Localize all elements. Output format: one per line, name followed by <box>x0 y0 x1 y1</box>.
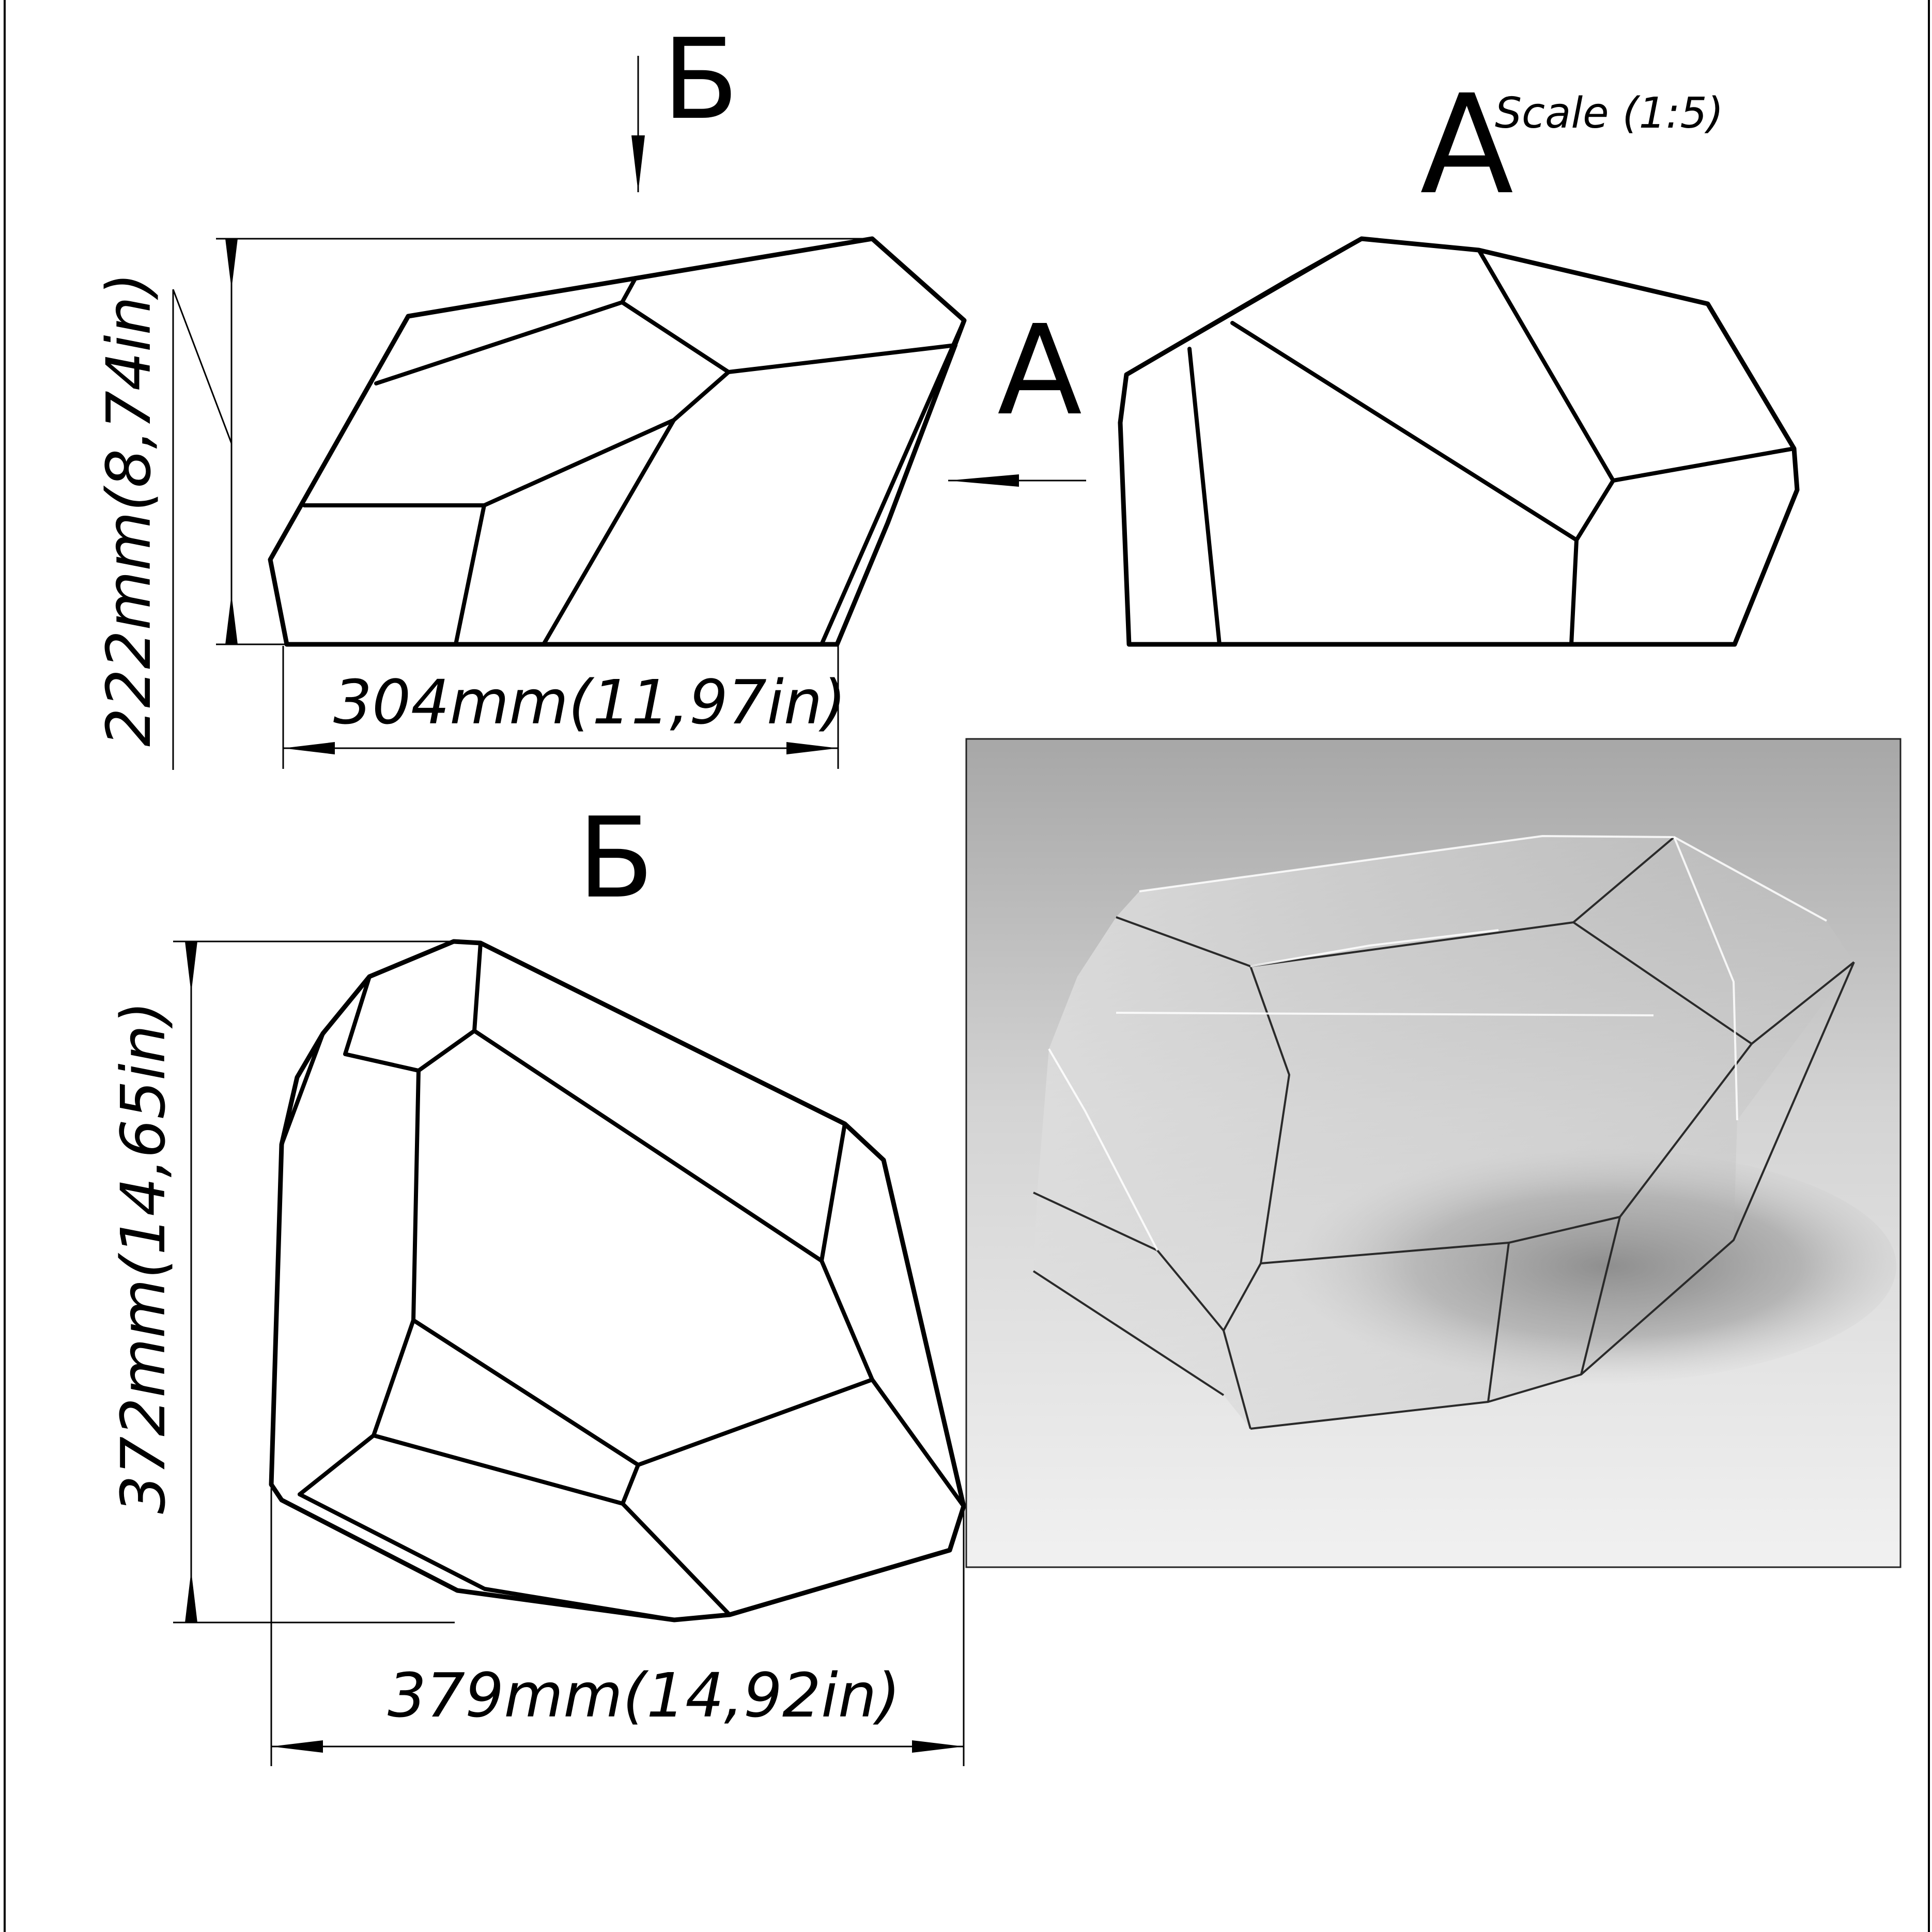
top-view-b: Б <box>269 793 966 1622</box>
render-preview <box>965 738 1902 1568</box>
view-arrow-b: Б <box>631 14 739 192</box>
dimension-front-height: 222mm(8,74in) <box>93 238 873 770</box>
front-view <box>268 236 967 647</box>
dim-top-height-text: 372mm(14,65in) <box>107 1001 179 1514</box>
dimension-top-width: 379mm(14,92in) <box>270 1488 965 1766</box>
scale-label: Scale (1:5) <box>1495 89 1724 138</box>
view-label-a-arrow: А <box>997 298 1082 443</box>
view-label-a-title: А <box>1420 66 1514 225</box>
dim-front-height-text: 222mm(8,74in) <box>93 273 164 747</box>
dim-front-width-text: 304mm(11,97in) <box>333 667 846 738</box>
view-label-b-top: Б <box>662 14 739 144</box>
view-title-b: Б <box>578 793 654 923</box>
side-view-a: А Scale (1:5) <box>1118 66 1800 647</box>
dimension-top-height: 372mm(14,65in) <box>107 940 455 1624</box>
dimension-front-width: 304mm(11,97in) <box>282 646 846 769</box>
view-arrow-a: А <box>948 298 1086 487</box>
dim-top-width-text: 379mm(14,92in) <box>388 1660 901 1731</box>
